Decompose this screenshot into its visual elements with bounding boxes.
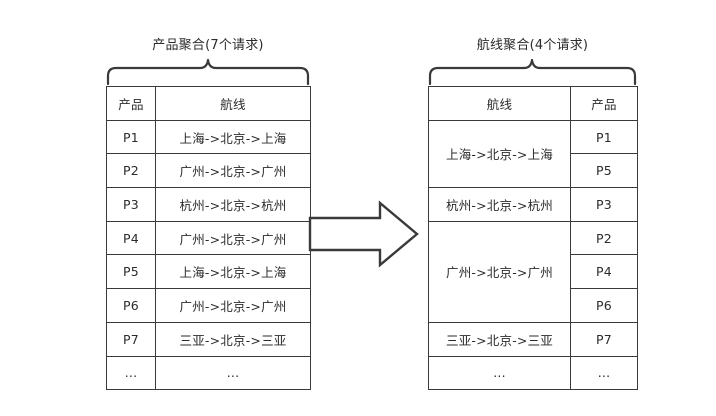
cell-route: 三亚->北京->三亚 <box>155 321 311 357</box>
table-row: 三亚->北京->三亚 P7 <box>428 321 638 357</box>
table-row: P5 上海->北京->上海 <box>106 254 311 290</box>
cell-route-group: 杭州->北京->杭州 <box>428 187 571 222</box>
cell-route-group: 广州->北京->广州 <box>428 220 571 323</box>
table-row: P7 三亚->北京->三亚 <box>106 321 311 357</box>
cell-route: 广州->北京->广州 <box>155 288 311 323</box>
table-header-row: 航线 产品 <box>428 86 638 121</box>
table-row: P4 <box>429 254 638 290</box>
cell-product: P3 <box>570 187 638 222</box>
table-header-row: 产品 航线 <box>106 86 311 121</box>
cell-route: 广州->北京->广州 <box>155 153 311 189</box>
aggregation-arrow-icon <box>308 200 419 268</box>
table-row: 广州->北京->广州 P2 <box>428 220 638 323</box>
table-row: P2 广州->北京->广州 <box>106 153 311 189</box>
cell-route-group: 三亚->北京->三亚 <box>428 321 571 357</box>
left-brace-icon <box>106 58 310 86</box>
cell-route: 广州->北京->广州 <box>155 220 311 256</box>
column-header-route: 航线 <box>155 86 311 121</box>
left-group-title: 产品聚合(7个请求) <box>152 38 264 53</box>
cell-product: P5 <box>570 153 638 189</box>
table-row: ... ... <box>106 355 311 391</box>
cell-product: P6 <box>570 288 638 323</box>
cell-product: P4 <box>570 254 638 290</box>
cell-route: 杭州->北京->杭州 <box>155 187 311 222</box>
table-row: P4 广州->北京->广州 <box>106 220 311 256</box>
right-brace-icon <box>428 58 637 86</box>
column-header-product: 产品 <box>106 86 156 121</box>
cell-product: P7 <box>570 321 638 357</box>
column-header-product: 产品 <box>570 86 638 121</box>
cell-route-ellipsis: ... <box>428 355 571 391</box>
table-row: 杭州->北京->杭州 P3 <box>428 187 638 222</box>
table-row: P1 上海->北京->上海 <box>106 119 311 155</box>
table-row: 上海->北京->上海 P1 <box>428 119 638 189</box>
cell-product-ellipsis: ... <box>106 355 156 391</box>
cell-product: P7 <box>106 321 156 357</box>
cell-product: P1 <box>106 119 156 155</box>
cell-product: P3 <box>106 187 156 222</box>
cell-route-ellipsis: ... <box>155 355 311 391</box>
table-row: ... ... <box>428 355 638 391</box>
table-row: P3 杭州->北京->杭州 <box>106 187 311 222</box>
table-row: P6 广州->北京->广州 <box>106 288 311 323</box>
cell-product: P1 <box>570 119 638 155</box>
cell-product: P4 <box>106 220 156 256</box>
column-header-route: 航线 <box>428 86 571 121</box>
cell-product: P2 <box>106 153 156 189</box>
route-aggregation-table: 航线 产品 上海->北京->上海 P1 P5 杭州->北京->杭州 P3 广州-… <box>428 86 638 391</box>
cell-product-ellipsis: ... <box>570 355 638 391</box>
cell-route-group: 上海->北京->上海 <box>428 119 571 189</box>
product-aggregation-table: 产品 航线 P1 上海->北京->上海 P2 广州->北京->广州 P3 杭州-… <box>106 86 311 391</box>
cell-route: 上海->北京->上海 <box>155 119 311 155</box>
table-row: P5 <box>429 153 638 189</box>
cell-product: P5 <box>106 254 156 290</box>
cell-product: P6 <box>106 288 156 323</box>
right-group-title: 航线聚合(4个请求) <box>476 38 589 53</box>
cell-product: P2 <box>570 220 638 256</box>
cell-route: 上海->北京->上海 <box>155 254 311 290</box>
